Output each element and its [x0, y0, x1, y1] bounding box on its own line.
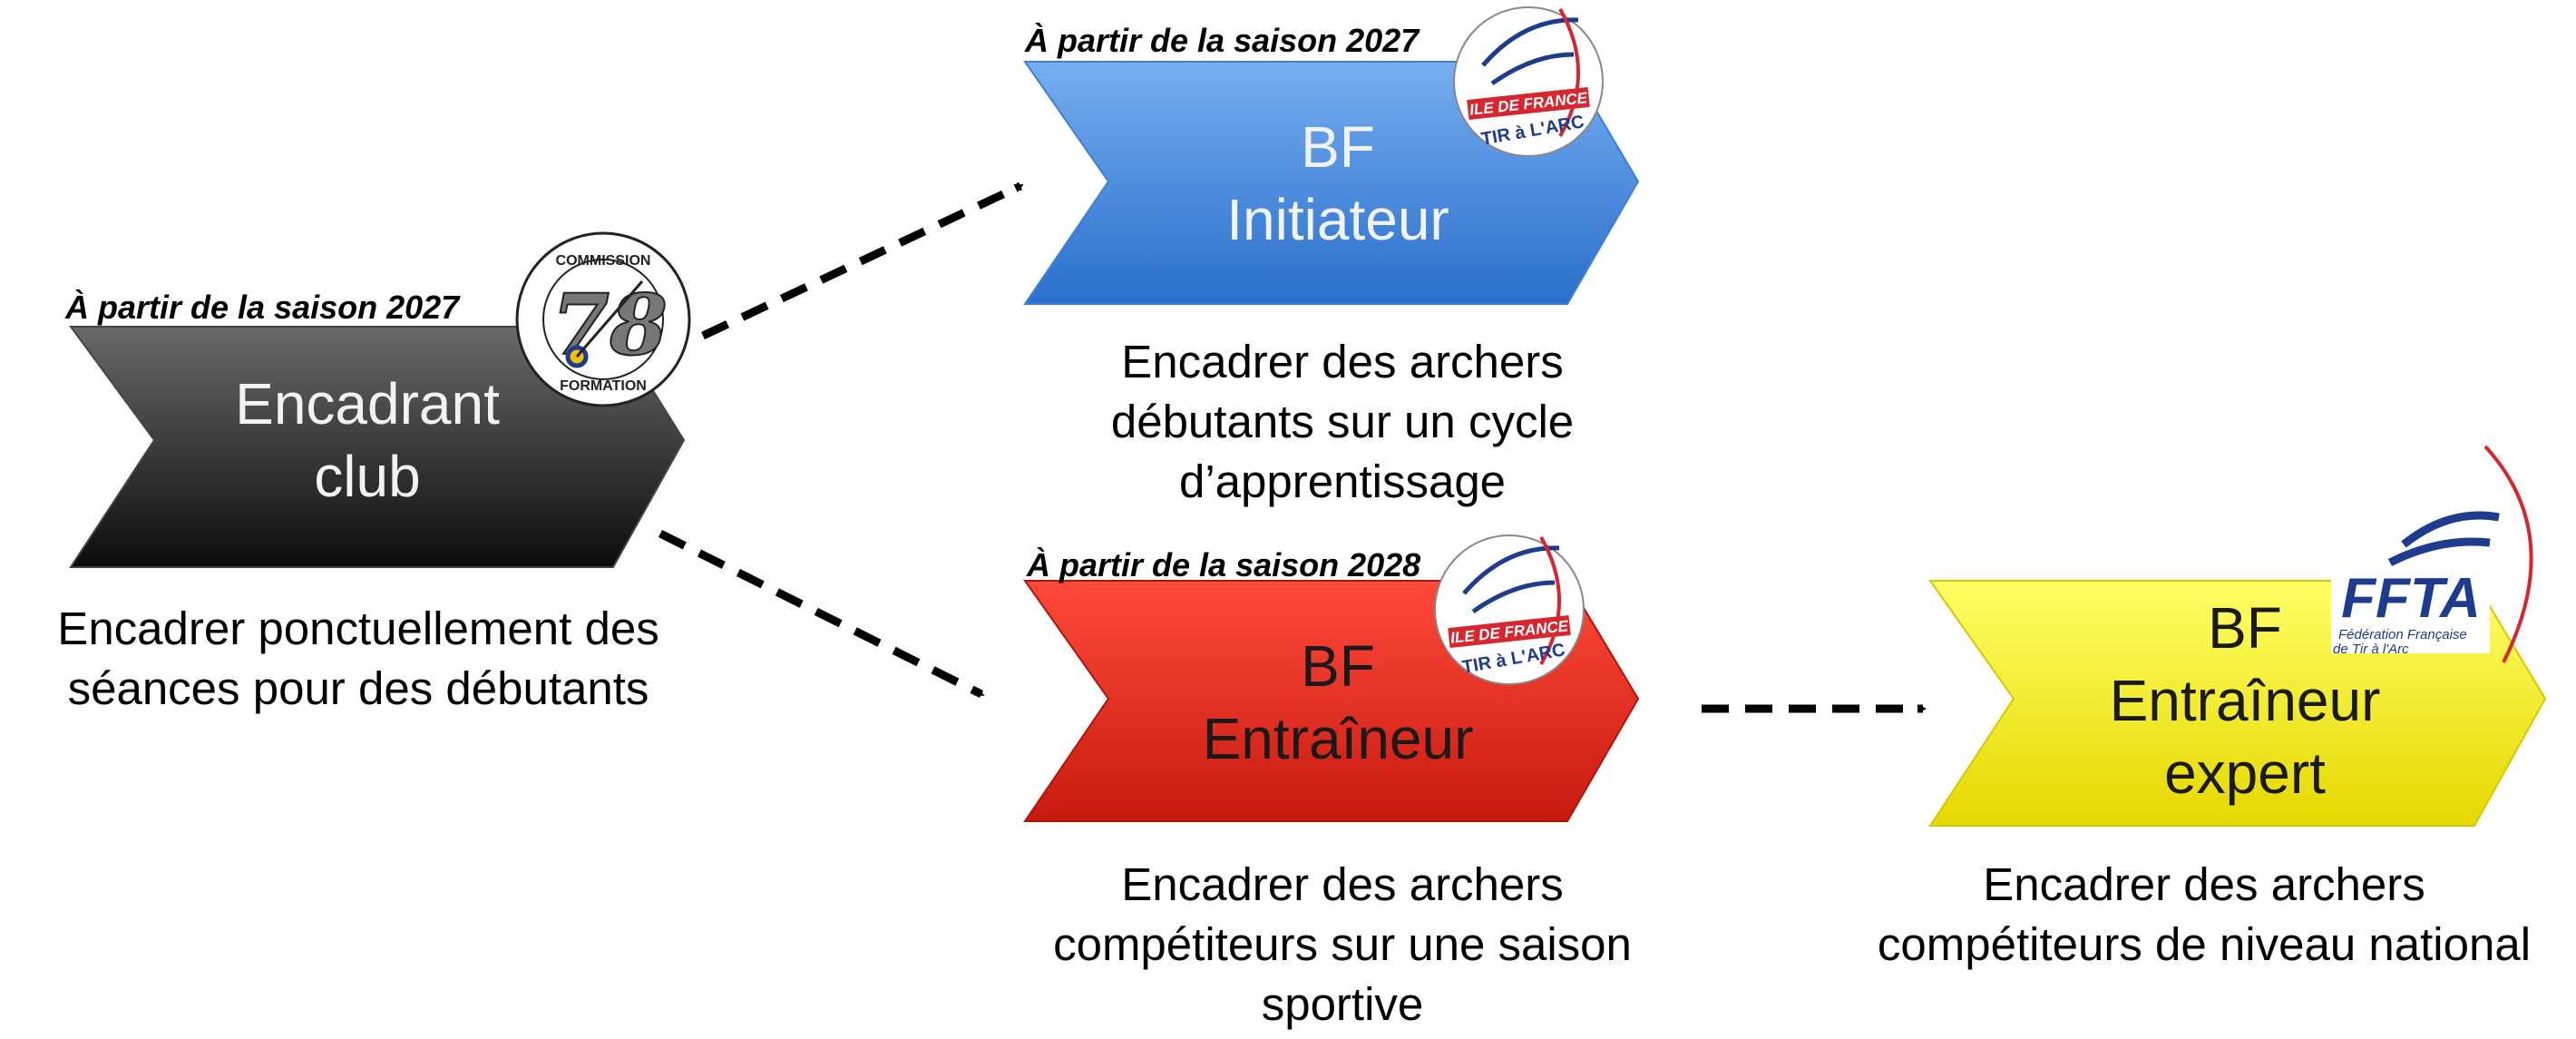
badge-top-text: COMMISSION [556, 253, 651, 269]
title-expert-line-2: Entraîneur [2109, 668, 2381, 733]
desc-club: Encadrer ponctuellement des séances pour… [9, 599, 707, 719]
title-expert-line-3: expert [2164, 740, 2326, 806]
title-club: Encadrant club [159, 368, 576, 513]
season-label-initiateur: À partir de la saison 2027 [1025, 22, 1420, 59]
title-initiateur-line-2: Initiateur [1226, 187, 1449, 252]
ffta-logo-line2: de Tir à l'Arc [2333, 642, 2409, 657]
desc-entraineur: Encadrer des archers compétiteurs sur un… [961, 855, 1723, 1034]
desc-entraineur-line-3: sportive [1261, 978, 1424, 1030]
desc-club-line-1: Encadrer ponctuellement des [57, 603, 659, 654]
ile-de-france-badge-entraineur: ILE DE FRANCE TIR à L'ARC [1434, 534, 1585, 685]
desc-entraineur-line-1: Encadrer des archers [1121, 858, 1564, 910]
arrow-club-to-initiateur [701, 181, 1024, 340]
arrow-club-to-entraineur [658, 529, 985, 699]
desc-expert: Encadrer des archers compétiteurs de niv… [1841, 855, 2567, 975]
badge-number: 78 [551, 276, 668, 374]
commission-78-formation-badge: COMMISSION 78 FORMATION [515, 231, 691, 407]
title-expert: BF Entraîneur expert [2023, 592, 2467, 809]
ffta-logo: FFTA Fédération Française de Tir à l'Arc [2331, 445, 2533, 663]
desc-initiateur: Encadrer des archers débutants sur un cy… [980, 332, 1705, 512]
desc-initiateur-line-2: débutants sur un cycle [1110, 396, 1575, 447]
archer-icon [2401, 511, 2500, 548]
desc-initiateur-line-1: Encadrer des archers [1121, 336, 1564, 387]
title-entraineur-line-2: Entraîneur [1202, 706, 1474, 771]
arrow-icon [575, 280, 644, 358]
desc-expert-line-1: Encadrer des archers [1983, 858, 2425, 910]
season-label-club: À partir de la saison 2027 [65, 289, 460, 326]
ffta-logo-name: FFTA [2341, 567, 2481, 630]
title-club-line-2: club [314, 444, 421, 509]
title-initiateur: BF Initiateur [1116, 111, 1560, 256]
title-expert-line-1: BF [2208, 595, 2282, 661]
season-label-entraineur: À partir de la saison 2028 [1027, 546, 1421, 583]
desc-expert-line-2: compétiteurs de niveau national [1877, 918, 2532, 970]
title-initiateur-line-1: BF [1301, 114, 1375, 180]
title-club-line-1: Encadrant [235, 371, 500, 436]
desc-entraineur-line-2: compétiteurs sur une saison [1053, 918, 1632, 970]
ffta-logo-line1: Fédération Française [2338, 627, 2467, 642]
desc-initiateur-line-3: d’apprentissage [1178, 456, 1507, 507]
title-entraineur: BF Entraîneur [1116, 630, 1560, 775]
desc-club-line-2: séances pour des débutants [67, 662, 649, 714]
badge-bottom-text: FORMATION [560, 378, 647, 394]
title-entraineur-line-1: BF [1301, 633, 1375, 699]
ile-de-france-badge-initiateur: ILE DE FRANCE TIR à L'ARC [1453, 6, 1604, 157]
